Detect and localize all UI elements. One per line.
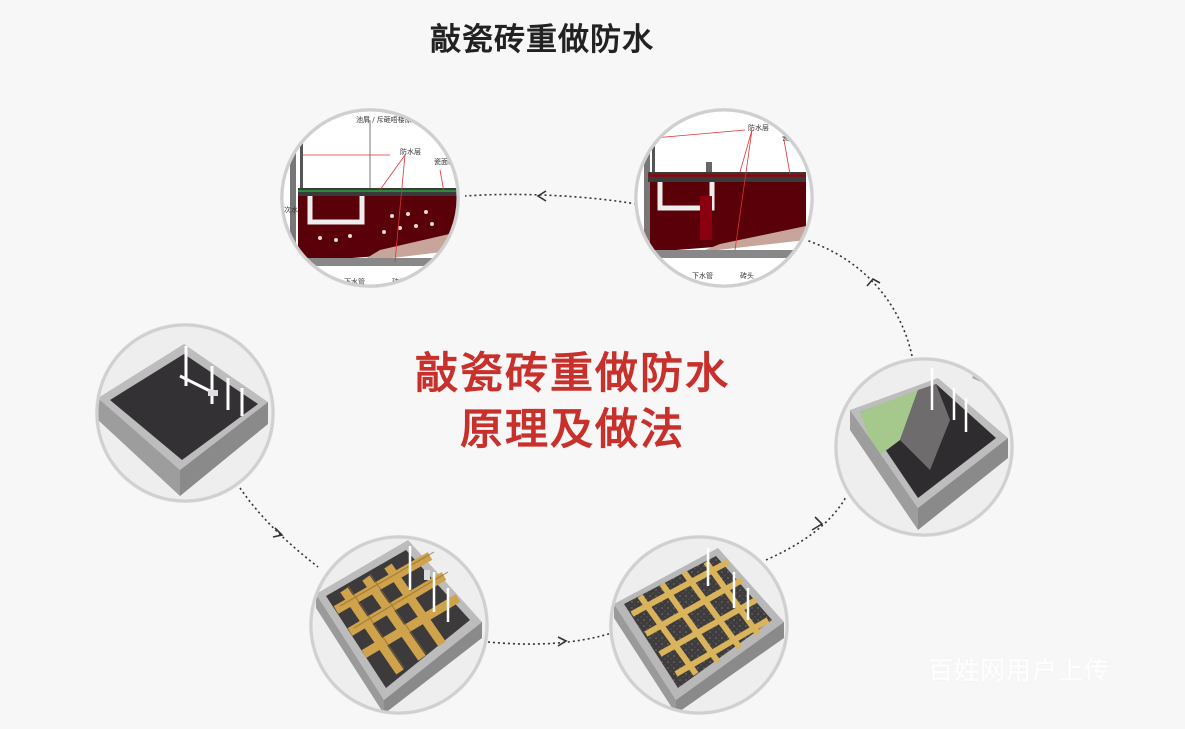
- arrow-2-to-1: [464, 193, 637, 205]
- watermark: 百姓网用户上传: [928, 656, 1111, 685]
- arrow-3-to-2: [805, 239, 913, 357]
- arrowhead-up-icon: [866, 277, 881, 287]
- center-title-line2: 原理及做法: [460, 405, 685, 455]
- step-circle-section-2: 防水层 瓷 下水管 砖头: [634, 108, 814, 288]
- center-title-line1: 敲瓷砖重做防水: [415, 349, 730, 399]
- label-side: 次水: [284, 205, 298, 214]
- label-pipe-2: 下水管: [692, 271, 713, 280]
- arrowhead-upright-icon: [811, 516, 824, 531]
- arrowhead-right-icon: [557, 636, 568, 647]
- arrowhead-left-icon: [536, 190, 547, 202]
- arrow-heads: [272, 190, 881, 647]
- step-circle-room-3: [834, 357, 1014, 537]
- label-tile: 瓷面砖: [434, 157, 455, 166]
- center-title: 敲瓷砖重做防水 原理及做法: [400, 346, 745, 458]
- step-circle-section-1: 池屑 / 斥砸唔楼尿口 防水层 瓷面砖 次水 下水管 砖头: [280, 108, 460, 288]
- page-title: 敲瓷砖重做防水: [430, 22, 654, 58]
- arrow-5-to-4: [487, 631, 616, 645]
- label-pipe: 下水管: [344, 277, 365, 286]
- flow-arrows: [239, 193, 913, 645]
- arrow-4-to-3: [765, 496, 847, 561]
- label-waterproof-2: 防水层: [748, 123, 769, 132]
- step-circle-room-6: [95, 323, 275, 503]
- label-brick-2: 砖头: [740, 271, 754, 280]
- label-tile-2: 瓷: [782, 133, 789, 142]
- arrowhead-downright-icon: [272, 527, 284, 538]
- label-waterproof: 防水层: [400, 147, 421, 156]
- label-top: 池屑 / 斥砸唔楼尿口: [356, 115, 419, 124]
- step-circle-room-5: [309, 535, 489, 715]
- arrow-6-to-5: [239, 487, 319, 568]
- step-circle-room-4: [609, 535, 789, 715]
